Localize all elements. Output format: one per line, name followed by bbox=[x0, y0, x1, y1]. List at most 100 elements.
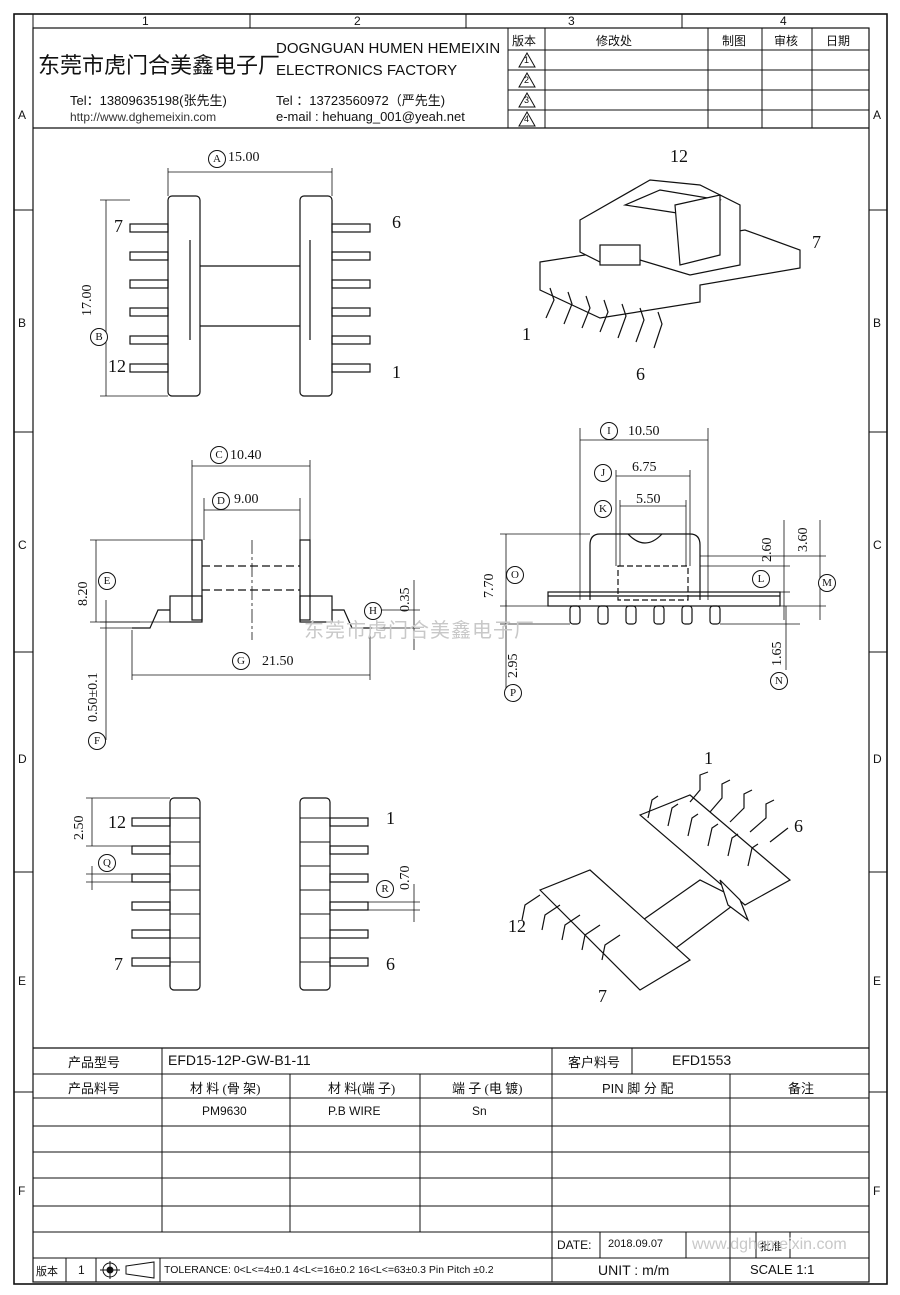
grid-row-f-right: F bbox=[873, 1184, 881, 1198]
balloon-b: B bbox=[90, 328, 108, 346]
header-material-pin: 材 料(端 子) bbox=[328, 1081, 396, 1096]
value-plating: Sn bbox=[472, 1104, 487, 1118]
grid-col-1: 1 bbox=[142, 14, 149, 28]
rev-mark-2: 2 bbox=[524, 75, 530, 85]
grid-row-e-left: E bbox=[18, 974, 27, 988]
value-version: 1 bbox=[78, 1263, 85, 1277]
dim-o-value: 7.70 bbox=[482, 573, 497, 599]
pin-label-1-bottom: 1 bbox=[386, 808, 395, 828]
rev-header-change: 修改处 bbox=[596, 34, 633, 48]
value-product-model: EFD15-12P-GW-B1-11 bbox=[168, 1052, 311, 1068]
rev-mark-3: 3 bbox=[524, 95, 530, 105]
tolerance-note: TOLERANCE: 0<L<=4±0.1 4<L<=16±0.2 16<L<=… bbox=[164, 1264, 494, 1276]
iso1-pin-6: 6 bbox=[636, 364, 645, 384]
balloon-f: F bbox=[88, 732, 106, 750]
balloon-m: M bbox=[818, 574, 836, 592]
projection-symbol-icon bbox=[100, 1260, 156, 1280]
dim-g-value: 21.50 bbox=[262, 654, 294, 669]
grid-row-e-right: E bbox=[873, 974, 882, 988]
contact-tel-1: Tel：13809635198(张先生) bbox=[70, 93, 227, 108]
value-material-bobbin: PM9630 bbox=[202, 1104, 247, 1118]
email-link[interactable]: e-mail : hehuang_001@yeah.net bbox=[276, 109, 465, 124]
rev-mark-1: 1 bbox=[524, 55, 530, 65]
iso1-pin-12: 12 bbox=[670, 146, 688, 166]
dim-h-value: 0.35 bbox=[398, 587, 413, 613]
balloon-c: C bbox=[210, 446, 228, 464]
iso1-pin-7: 7 bbox=[812, 232, 821, 252]
value-date: 2018.09.07 bbox=[608, 1238, 664, 1250]
pin-label-6-top: 6 bbox=[392, 212, 401, 232]
dim-k-value: 5.50 bbox=[636, 492, 661, 507]
rev-mark-4: 4 bbox=[524, 114, 530, 124]
company-name-en-2: ELECTRONICS FACTORY bbox=[276, 62, 458, 79]
pin-label-12-top: 12 bbox=[108, 356, 126, 376]
dim-d-value: 9.00 bbox=[234, 492, 259, 507]
dim-l-value: 2.60 bbox=[760, 537, 775, 563]
balloon-i: I bbox=[600, 422, 618, 440]
label-approved: 批准 bbox=[760, 1241, 782, 1253]
pin-label-7-top: 7 bbox=[114, 216, 123, 236]
label-product-model: 产品型号 bbox=[68, 1055, 121, 1070]
label-version: 版本 bbox=[36, 1266, 58, 1278]
dim-e-value: 8.20 bbox=[76, 581, 91, 607]
balloon-g: G bbox=[232, 652, 250, 670]
label-product-part: 产品料号 bbox=[68, 1081, 121, 1096]
dim-b-value: 17.00 bbox=[80, 284, 95, 317]
iso1-pin-1: 1 bbox=[522, 324, 531, 344]
grid-row-a-left: A bbox=[18, 108, 27, 122]
rev-header-drawn: 制图 bbox=[722, 34, 747, 48]
iso2-pin-1: 1 bbox=[704, 748, 713, 768]
grid-row-c-left: C bbox=[18, 538, 27, 552]
label-customer-part: 客户料号 bbox=[568, 1055, 621, 1070]
grid-col-2: 2 bbox=[354, 14, 361, 28]
iso2-pin-12: 12 bbox=[508, 916, 526, 936]
iso2-pin-6: 6 bbox=[794, 816, 803, 836]
watermark-company: 东莞市虎门合美鑫电子厂 bbox=[304, 620, 535, 642]
value-material-pin: P.B WIRE bbox=[328, 1104, 381, 1118]
dim-m-value: 3.60 bbox=[796, 527, 811, 553]
grid-row-d-left: D bbox=[18, 752, 27, 766]
company-name-en-1: DOGNGUAN HUMEN HEMEIXIN bbox=[276, 40, 501, 57]
balloon-d: D bbox=[212, 492, 230, 510]
balloon-q: Q bbox=[98, 854, 116, 872]
balloon-j: J bbox=[594, 464, 612, 482]
dim-q-value: 2.50 bbox=[72, 815, 87, 841]
unit-label: UNIT : m/m bbox=[598, 1262, 670, 1278]
balloon-n: N bbox=[770, 672, 788, 690]
rev-header-version: 版本 bbox=[512, 34, 537, 48]
dim-a-value: 15.00 bbox=[228, 150, 260, 165]
dim-j-value: 6.75 bbox=[632, 460, 657, 475]
watermark-website: www.dghemeixin.com bbox=[692, 1236, 847, 1253]
balloon-k: K bbox=[594, 500, 612, 518]
pin-label-6-bottom: 6 bbox=[386, 954, 395, 974]
rev-header-checked: 审核 bbox=[774, 34, 799, 48]
dim-c-value: 10.40 bbox=[230, 448, 262, 463]
grid-row-c-right: C bbox=[873, 538, 882, 552]
grid-col-4: 4 bbox=[780, 14, 787, 28]
website-link[interactable]: http://www.dghemeixin.com bbox=[70, 110, 217, 124]
label-date: DATE: bbox=[557, 1238, 592, 1252]
rev-header-date: 日期 bbox=[826, 34, 851, 48]
balloon-l: L bbox=[752, 570, 770, 588]
dim-f-value: 0.50±0.1 bbox=[86, 672, 101, 722]
pin-label-12-bottom: 12 bbox=[108, 812, 126, 832]
balloon-e: E bbox=[98, 572, 116, 590]
balloon-r: R bbox=[376, 880, 394, 898]
pin-label-7-bottom: 7 bbox=[114, 954, 123, 974]
grid-col-3: 3 bbox=[568, 14, 575, 28]
dim-i-value: 10.50 bbox=[628, 424, 660, 439]
balloon-o: O bbox=[506, 566, 524, 584]
scale-label: SCALE 1:1 bbox=[750, 1262, 815, 1277]
header-pin-assignment: PIN 脚 分 配 bbox=[602, 1081, 674, 1096]
grid-row-b-right: B bbox=[873, 316, 882, 330]
dim-p-value: 2.95 bbox=[506, 653, 521, 679]
balloon-a: A bbox=[208, 150, 226, 168]
company-name-cn: 东莞市虎门合美鑫电子厂 bbox=[38, 53, 281, 78]
dim-n-value: 1.65 bbox=[770, 641, 785, 667]
value-customer-part: EFD1553 bbox=[672, 1052, 732, 1068]
header-material-bobbin: 材 料 (骨 架) bbox=[190, 1081, 261, 1096]
header-remarks: 备注 bbox=[788, 1081, 815, 1096]
iso2-pin-7: 7 bbox=[598, 986, 607, 1006]
grid-row-f-left: F bbox=[18, 1184, 26, 1198]
grid-row-a-right: A bbox=[873, 108, 882, 122]
